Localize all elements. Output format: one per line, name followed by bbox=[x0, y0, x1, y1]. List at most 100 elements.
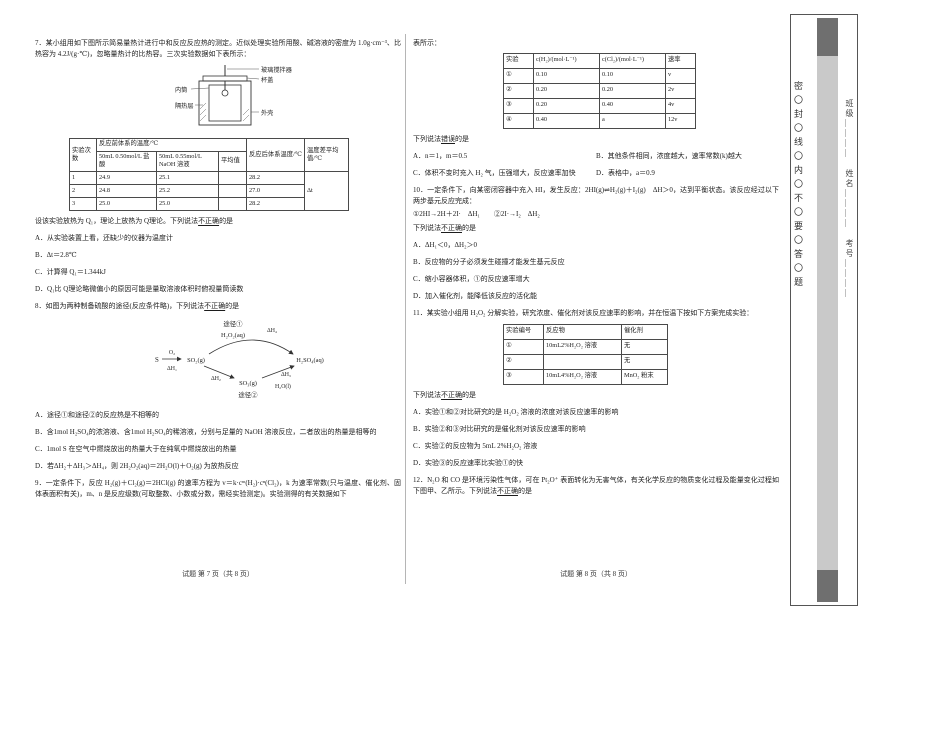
cell: 0.10 bbox=[599, 67, 666, 84]
stem-emphasis: 不正确 bbox=[198, 216, 220, 225]
stem-emphasis: 错误 bbox=[441, 134, 455, 143]
table-row: ③ 10mL4%H₂O₂ 溶液 MnO₂ 粉末 bbox=[503, 368, 668, 385]
label-h2o: H₂O(l) bbox=[275, 383, 291, 390]
q10-elementary-steps: ①2HI→2H＋2I· ΔH₁ ②2I·→I₂ ΔH₂ bbox=[413, 210, 540, 218]
cell: 4v bbox=[665, 97, 696, 114]
label-h2so4: H₂SO₄(aq) bbox=[296, 357, 324, 364]
cell: 反应物 bbox=[543, 323, 622, 340]
cell: ② bbox=[503, 353, 544, 370]
cell: 无 bbox=[621, 353, 668, 370]
q9-continuation: 表所示： bbox=[413, 39, 441, 47]
student-info-text: 班级＿＿＿＿ 姓名＿＿＿＿ 考号＿＿＿＿ bbox=[845, 99, 854, 299]
q7-stem: 设该实验放热为 Q₁，理论上放热为 Q理论。下列说法不正确的是 bbox=[35, 216, 401, 227]
cell: 催化剂 bbox=[621, 323, 668, 340]
cell: 10mL4%H₂O₂ 溶液 bbox=[543, 368, 622, 385]
label-sulfur: S bbox=[155, 357, 159, 364]
page-7: 7．某小组用如下图所示简易量热计进行中和反应反应热的测定。近似处理实验所用酸、碱… bbox=[35, 38, 401, 499]
label-dh2: ΔH₂ bbox=[211, 376, 221, 382]
cell: 0.40 bbox=[599, 97, 666, 114]
q8-option-d: D．若ΔH₂＋ΔH₃＞ΔH₄，则 2H₂O₂(aq)＝2H₂O(l)＋O₂(g)… bbox=[35, 461, 239, 470]
cell: 平均值 bbox=[218, 150, 247, 172]
cell: c(Cl₂)/(mol·L⁻¹) bbox=[599, 52, 666, 69]
cell: 28.2 bbox=[246, 196, 305, 211]
cell: 12v bbox=[665, 112, 696, 129]
cell: 24.9 bbox=[96, 170, 157, 185]
page-8: 表所示： 实验 c(H₂)/(mol·L⁻¹) c(Cl₂)/(mol·L⁻¹)… bbox=[413, 38, 779, 496]
label-so2: SO₂(g) bbox=[187, 357, 205, 364]
stem-text: 8．如图为两种制备硫酸的途径(反应条件略)，下列说法 bbox=[35, 302, 205, 311]
cell: 28.2 bbox=[246, 170, 305, 185]
cell: ③ bbox=[503, 97, 534, 114]
table-row: 实验编号 反应物 催化剂 bbox=[503, 323, 668, 340]
sulfuric-acid-routes-figure: 途径① H₂O₂(aq) S O₂ ΔH₁ SO₂(g) ΔH₄ H₂SO₄(a… bbox=[155, 319, 324, 399]
label-dh4: ΔH₄ bbox=[267, 328, 277, 334]
table-row: 1 24.9 25.1 28.2 Δt bbox=[69, 170, 349, 211]
label-so3: SO₃(g) bbox=[239, 380, 257, 387]
cell: 1 bbox=[69, 170, 97, 185]
q11-option-a: A．实验①和②对比研究的是 H₂O₂ 溶液的浓度对该反应速率的影响 bbox=[413, 407, 619, 416]
stem-emphasis: 不正确 bbox=[441, 390, 462, 399]
q7-intro: 7．某小组用如下图所示简易量热计进行中和反应反应热的测定。近似处理实验所用酸、碱… bbox=[35, 39, 401, 58]
stem-text: 的是 bbox=[225, 302, 240, 311]
cell: Δt bbox=[304, 170, 349, 211]
cell: 温度差平均值/℃ bbox=[304, 137, 349, 172]
cell: 25.2 bbox=[156, 183, 219, 198]
cell: 25.0 bbox=[156, 196, 219, 211]
cell: 反应前体系的温度/℃ bbox=[96, 137, 247, 152]
q7-option-d: D．Q₁比 Q理论略微偏小的原因可能是量取溶液体积时俯视量筒读数 bbox=[35, 284, 244, 293]
cell: ① bbox=[503, 338, 544, 355]
cell: ② bbox=[503, 82, 534, 99]
label-shell: 外壳 bbox=[261, 109, 273, 117]
cell: ① bbox=[503, 67, 534, 84]
table-row: ④ 0.40 a 12v bbox=[503, 112, 696, 129]
cell bbox=[218, 183, 247, 198]
cell: 25.0 bbox=[96, 196, 157, 211]
label-lid: 杯盖 bbox=[261, 76, 273, 84]
cell: 3 bbox=[69, 196, 97, 211]
q10-option-a: A．ΔH₁＜0，ΔH₂＞0 bbox=[413, 240, 478, 249]
table-row: ② 0.20 0.20 2v bbox=[503, 82, 696, 99]
stem-text: 下列说法 bbox=[413, 134, 441, 143]
cell: 实验编号 bbox=[503, 323, 544, 340]
table-row: 3 25.0 25.0 28.2 bbox=[69, 196, 349, 211]
stem-text: 下列说法 bbox=[413, 223, 441, 232]
q9-intro: 9．一定条件下，反应 H₂(g)＋Cl₂(g)＝2HCl(g) 的速率方程为 v… bbox=[35, 479, 401, 498]
q9-option-c: C．体积不变时充入 H₂ 气，压强增大，反应速率加快 bbox=[413, 168, 576, 177]
q11-option-b: B．实验②和③对比研究的是催化剂对该反应速率的影响 bbox=[413, 424, 586, 433]
table-row: ③ 0.20 0.40 4v bbox=[503, 97, 696, 114]
q10-option-c: C．缩小容器体积，①的反应速率增大 bbox=[413, 274, 530, 283]
cell: 0.20 bbox=[599, 82, 666, 99]
cell: 24.8 bbox=[96, 183, 157, 198]
cell: 27.0 bbox=[246, 183, 305, 198]
stem-emphasis: 不正确 bbox=[204, 302, 226, 311]
stem-text: 下列说法 bbox=[413, 390, 441, 399]
label-inner-cup: 内筒 bbox=[175, 86, 187, 94]
q9-options-cd: C．体积不变时充入 H₂ 气，压强增大，反应速率加快 D．表格中，a＝0.9 bbox=[413, 168, 779, 179]
stem-text: 的是 bbox=[455, 134, 469, 143]
cell: 实验次数 bbox=[69, 137, 97, 172]
label-o2: O₂ bbox=[169, 350, 175, 356]
binding-bar bbox=[817, 18, 838, 602]
table-row: 2 24.8 25.2 27.0 bbox=[69, 183, 349, 198]
stem-text: 12．N₂O 和 CO 是环境污染性气体，可在 Pt₂O⁺ 表面转化为无害气体，… bbox=[413, 476, 779, 495]
cell: 反应后体系温度/℃ bbox=[246, 137, 305, 172]
column-divider bbox=[405, 34, 406, 584]
cell: a bbox=[599, 112, 666, 129]
q8-option-c: C．1mol S 在空气中燃烧放出的热量大于在纯氧中燃烧放出的热量 bbox=[35, 444, 237, 453]
cell: 25.1 bbox=[156, 170, 219, 185]
q9-option-d: D．表格中，a＝0.9 bbox=[596, 168, 655, 177]
q7-data-table: 实验次数 反应前体系的温度/℃ 反应后体系温度/℃ 温度差平均值/℃ 50mL … bbox=[69, 137, 349, 211]
q7-option-a: A．从实验装置上看，还缺少的仪器为温度计 bbox=[35, 233, 174, 242]
q10-option-d: D．加入催化剂，能降低该反应的活化能 bbox=[413, 291, 538, 300]
label-glass-stirrer: 玻璃搅拌器 bbox=[261, 66, 293, 74]
cell: 速率 bbox=[665, 52, 696, 69]
cell: 10mL2%H₂O₂ 溶液 bbox=[543, 338, 622, 355]
cell: 0.10 bbox=[533, 67, 600, 84]
table-row: ① 10mL2%H₂O₂ 溶液 无 bbox=[503, 338, 668, 355]
cell: 2 bbox=[69, 183, 97, 198]
q11-stem: 下列说法不正确的是 bbox=[413, 390, 779, 401]
binding-margin-box: 密〇封〇线〇内〇不〇要〇答〇题 班级＿＿＿＿ 姓名＿＿＿＿ 考号＿＿＿＿ bbox=[790, 14, 858, 606]
q8-option-a: A．途径①和途径②的反应热是不相等的 bbox=[35, 410, 160, 419]
cell: 0.20 bbox=[533, 82, 600, 99]
